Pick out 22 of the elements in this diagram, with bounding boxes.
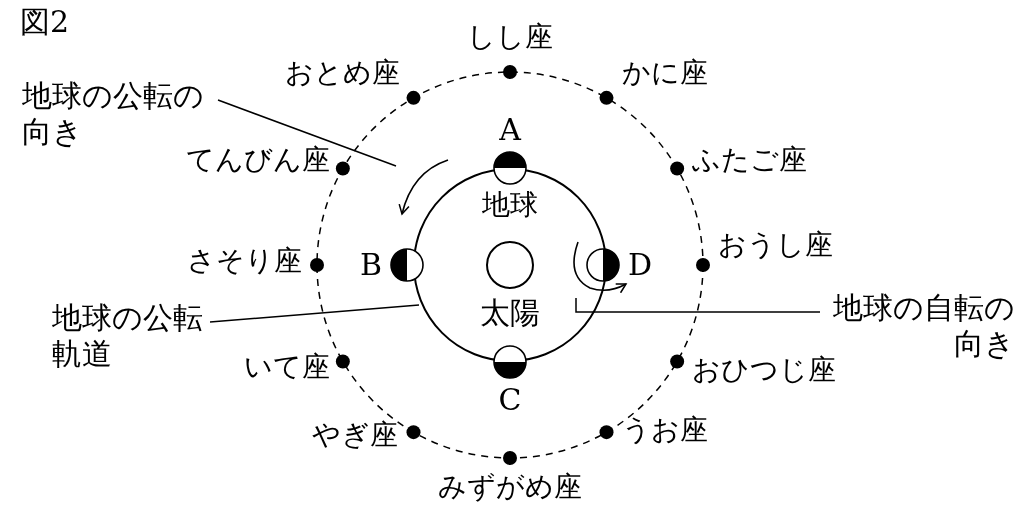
constellation-label: おとめ座 <box>285 56 400 90</box>
constellation-label: ふたご座 <box>692 143 807 177</box>
position-letter: B <box>360 248 383 282</box>
constellation-label: うお座 <box>622 413 708 447</box>
node-label: 太陽 <box>480 295 540 331</box>
constellation-label: おうし座 <box>718 228 833 262</box>
constellation-label: 地球 <box>482 188 538 222</box>
constellation-label: いて座 <box>244 350 330 384</box>
figure-title: 図2 <box>20 4 70 40</box>
position-letter: A <box>499 113 521 147</box>
constellation-label: やぎ座 <box>312 418 398 452</box>
constellation-label: みずがめ座 <box>438 470 582 504</box>
constellation-label: おひつじ座 <box>692 353 836 387</box>
constellation-label: かに座 <box>622 56 708 90</box>
leader-line <box>209 304 420 323</box>
position-letter: D <box>628 248 653 282</box>
position-letter: C <box>498 383 522 417</box>
callout-text: 地球の公転軌道 <box>52 300 204 372</box>
constellation-label: さそり座 <box>187 244 302 278</box>
leader-line <box>217 99 397 167</box>
leader-line <box>575 297 821 313</box>
constellation-label: しし座 <box>467 20 553 54</box>
